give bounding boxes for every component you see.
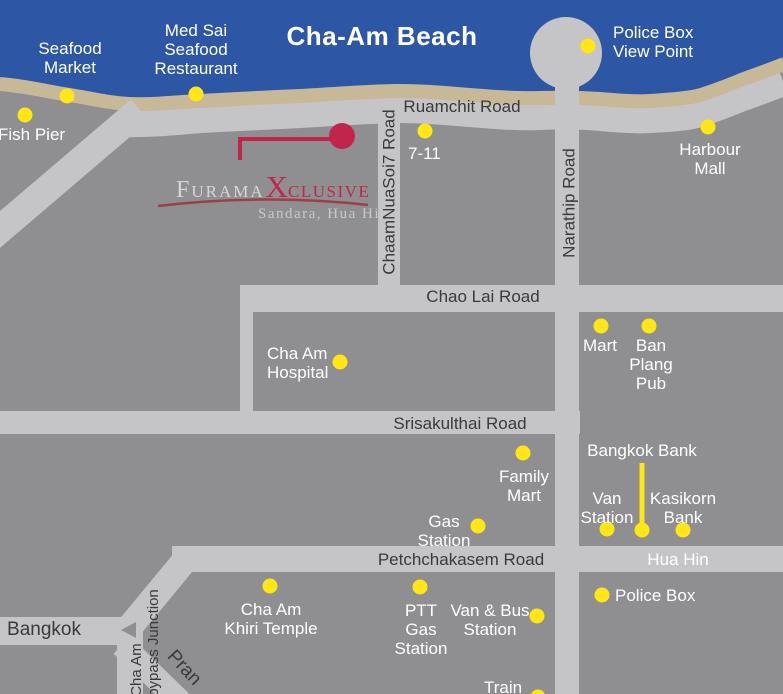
seven-eleven-dot xyxy=(417,123,433,139)
narathip-road-label: Narathip Road xyxy=(559,148,579,258)
cha-am-bypass-junction-label: Cha Am bypass Junction xyxy=(128,589,162,694)
road-bangkok xyxy=(0,617,132,645)
ban-plang-pub-label: Ban Plang Pub xyxy=(629,336,673,394)
road-hospital-connector xyxy=(240,285,253,433)
police-box-dot xyxy=(594,587,610,603)
train-station-label: Train xyxy=(483,678,523,694)
family-mart-label: Family Mart xyxy=(498,467,550,506)
junction-island xyxy=(121,622,136,638)
road-pranburi xyxy=(113,636,190,694)
cha-am-khiri-temple-label: Cha Am Khiri Temple xyxy=(224,600,318,639)
road-petchchakasem xyxy=(172,546,783,572)
med-sai-seafood-restaurant-dot xyxy=(188,86,204,102)
mart-label: Mart xyxy=(583,336,617,355)
chaamnuasoi7-road-label: ChaamNuaSoi7 Road xyxy=(379,109,399,275)
seven-eleven-label: 7-11 xyxy=(408,144,441,163)
cha-am-hospital-dot xyxy=(332,354,348,370)
bangkok-bank-dot xyxy=(634,522,650,538)
hua-hin-label: Hua Hin xyxy=(647,550,709,569)
road-ruamchit xyxy=(117,66,783,138)
van-station-dot xyxy=(599,521,615,537)
ptt-gas-station-dot xyxy=(412,579,428,595)
fish-pier-dot xyxy=(17,107,33,123)
harbour-mall-dot xyxy=(700,119,716,135)
logo-swoosh xyxy=(157,198,369,208)
logo-subtitle: Sandara, Hua Hin xyxy=(258,206,390,222)
kasikorn-bank-dot xyxy=(675,522,691,538)
srisakulthai-road-label: Srisakulthai Road xyxy=(393,414,527,433)
road-pier-diagonal xyxy=(0,99,150,248)
van-and-bus-station-dot xyxy=(529,608,545,624)
bangkok-label: Bangkok xyxy=(7,619,81,640)
police-box-label: Police Box xyxy=(615,586,696,605)
petchchakasem-road-label: Petchchakasem Road xyxy=(377,550,545,569)
fish-pier-label: Fish Pier xyxy=(0,125,66,144)
hotel-marker-line xyxy=(238,137,330,160)
road-srisakulthai xyxy=(0,411,580,434)
cha-am-hospital-label: Cha Am Hospital xyxy=(267,344,329,383)
road-chao-lai xyxy=(240,285,783,312)
family-mart-dot xyxy=(515,445,531,461)
train-station-dot xyxy=(530,689,546,694)
ban-plang-pub-dot xyxy=(641,318,657,334)
police-box-view-point-label: Police Box View Point xyxy=(613,23,694,62)
logo-brand-prefix: Furama xyxy=(176,177,265,203)
ruamchit-road-label: Ruamchit Road xyxy=(403,97,521,116)
cha-am-khiri-temple-dot xyxy=(262,578,278,594)
med-sai-seafood-restaurant-label: Med Sai Seafood Restaurant xyxy=(154,21,238,79)
gas-station-label: Gas Station xyxy=(417,512,471,551)
hotel-marker-dot xyxy=(329,123,355,149)
chao-lai-road-label: Chao Lai Road xyxy=(426,287,540,306)
seafood-market-label: Seafood Market xyxy=(38,39,102,78)
map-title: Cha-Am Beach xyxy=(286,21,478,51)
bangkok-bank-label: Bangkok Bank xyxy=(587,441,697,460)
pranburi-road-label: Pran xyxy=(162,646,206,690)
logo-brand-suffix: clusive xyxy=(288,177,371,203)
road-chaamnuasoi7 xyxy=(378,100,400,312)
logo-brand-x: X xyxy=(265,169,289,204)
ptt-gas-station-label: PTT Gas Station xyxy=(394,601,448,659)
seafood-market-dot xyxy=(59,88,75,104)
gas-station-dot xyxy=(470,518,486,534)
van-station-label: Van Station xyxy=(580,489,634,528)
road-narathip xyxy=(555,50,579,694)
kasikorn-bank-label: Kasikorn Bank xyxy=(649,489,717,528)
harbour-mall-label: Harbour Mall xyxy=(679,140,741,179)
police-box-view-point-dot xyxy=(580,38,596,54)
mart-dot xyxy=(593,318,609,334)
van-and-bus-station-label: Van & Bus Station xyxy=(450,601,530,640)
